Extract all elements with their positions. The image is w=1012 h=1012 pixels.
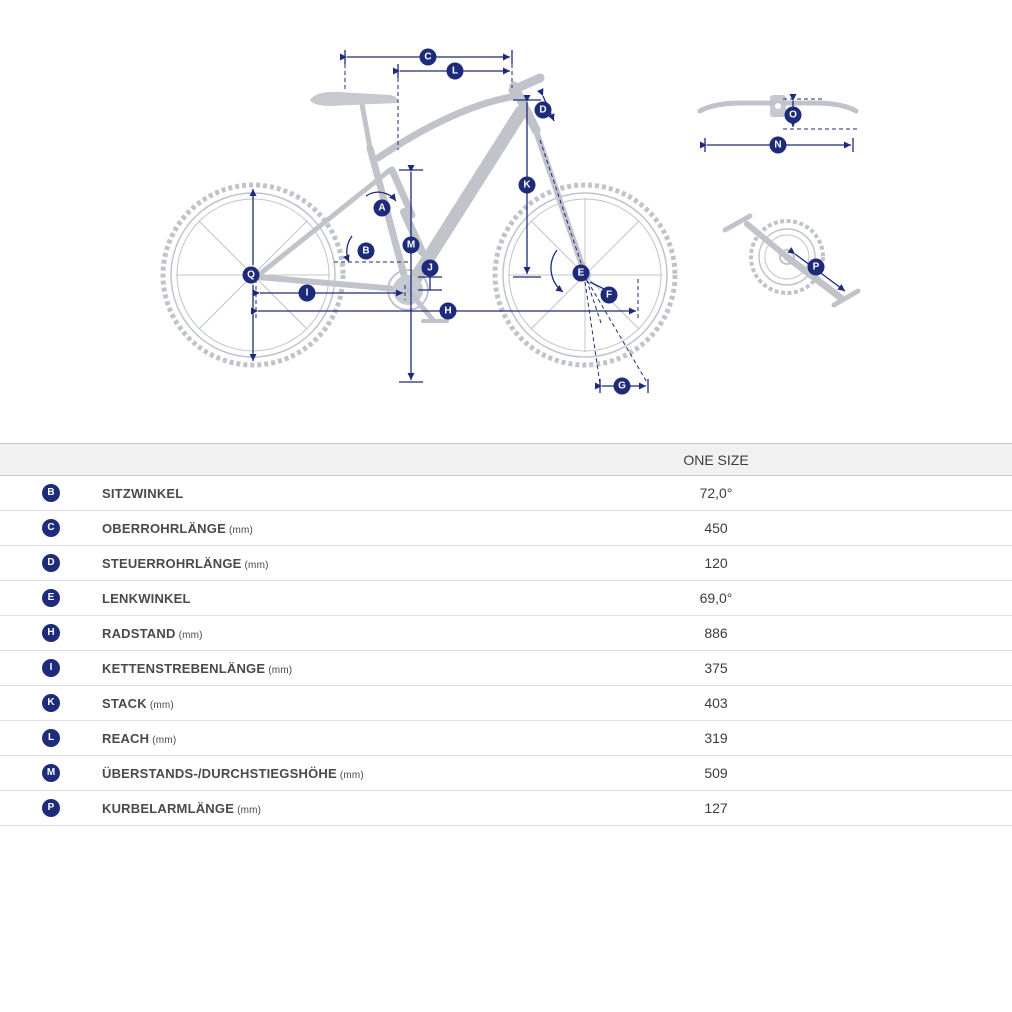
diagram-marker-j: J (421, 259, 439, 277)
row-value: 375 (704, 660, 728, 676)
row-label-cell: KURBELARMLÄNGE(mm) (102, 801, 561, 816)
row-unit: (mm) (178, 629, 203, 641)
table-row: M ÜBERSTANDS-/DURCHSTIEGSHÖHE(mm) 509 (0, 756, 1012, 791)
row-value: 72,0° (699, 485, 733, 501)
row-value: 69,0° (699, 590, 733, 606)
row-unit: (mm) (244, 559, 269, 571)
diagram-marker-e: E (572, 264, 590, 282)
row-label: LENKWINKEL (102, 590, 191, 606)
size-column-header: ONE SIZE (683, 451, 749, 468)
stem-bolt (775, 103, 781, 109)
diagram-marker-n: N (769, 136, 787, 154)
row-label: STACK (102, 695, 147, 711)
row-value: 403 (704, 695, 728, 711)
row-label: STEUERROHRLÄNGE (102, 555, 242, 571)
row-unit: (mm) (149, 699, 174, 711)
row-label-cell: REACH(mm) (102, 731, 561, 746)
row-value: 509 (704, 765, 728, 781)
row-unit: (mm) (152, 734, 177, 746)
row-label: OBERROHRLÄNGE (102, 520, 226, 536)
row-value: 319 (704, 730, 728, 746)
row-label-cell: STEUERROHRLÄNGE(mm) (102, 556, 561, 571)
diagram-marker-g: G (613, 377, 631, 395)
diagram-marker-o: O (784, 106, 802, 124)
row-label: KURBELARMLÄNGE (102, 800, 235, 816)
row-letter-badge: M (42, 764, 60, 782)
row-value: 886 (704, 625, 728, 641)
row-label: RADSTAND (102, 625, 176, 641)
row-letter-badge: I (42, 659, 60, 677)
table-row: E LENKWINKEL 69,0° (0, 581, 1012, 616)
row-label-cell: OBERROHRLÄNGE(mm) (102, 521, 561, 536)
diagram-marker-f: F (600, 286, 618, 304)
diagram-marker-k: K (518, 176, 536, 194)
diagram-marker-a: A (373, 199, 391, 217)
row-label-cell: ÜBERSTANDS-/DURCHSTIEGSHÖHE(mm) (102, 766, 561, 781)
table-row: C OBERROHRLÄNGE(mm) 450 (0, 511, 1012, 546)
row-letter-badge: B (42, 484, 60, 502)
row-label-cell: SITZWINKEL (102, 486, 561, 501)
diagram-marker-c: C (419, 48, 437, 66)
row-value: 120 (704, 555, 728, 571)
row-label-cell: KETTENSTREBENLÄNGE(mm) (102, 661, 561, 676)
diagram-marker-d: D (534, 101, 552, 119)
row-badge-cell: L (0, 729, 102, 747)
table-row: D STEUERROHRLÄNGE(mm) 120 (0, 546, 1012, 581)
row-label-cell: LENKWINKEL (102, 591, 561, 606)
row-letter-badge: D (42, 554, 60, 572)
table-row: K STACK(mm) 403 (0, 686, 1012, 721)
diagram-marker-h: H (439, 302, 457, 320)
row-unit: (mm) (228, 524, 254, 536)
table-row: L REACH(mm) 319 (0, 721, 1012, 756)
row-label-cell: RADSTAND(mm) (102, 626, 561, 641)
row-letter-badge: H (42, 624, 60, 642)
row-label: ÜBERSTANDS-/DURCHSTIEGSHÖHE (102, 765, 337, 781)
row-label: REACH (102, 730, 150, 746)
table-header-row: ONE SIZE (0, 444, 1012, 476)
diagram-marker-m: M (402, 236, 420, 254)
diagram-marker-b: B (357, 242, 375, 260)
diagram-marker-i: I (298, 284, 316, 302)
row-unit: (mm) (268, 664, 293, 676)
row-badge-cell: H (0, 624, 102, 642)
row-badge-cell: D (0, 554, 102, 572)
row-badge-cell: P (0, 799, 102, 817)
row-letter-badge: K (42, 694, 60, 712)
table-row: B SITZWINKEL 72,0° (0, 476, 1012, 511)
row-letter-badge: E (42, 589, 60, 607)
row-letter-badge: C (42, 519, 60, 537)
diagram-marker-q: Q (242, 266, 260, 284)
row-badge-cell: M (0, 764, 102, 782)
table-row: P KURBELARMLÄNGE(mm) 127 (0, 791, 1012, 826)
row-badge-cell: K (0, 694, 102, 712)
table-row: I KETTENSTREBENLÄNGE(mm) 375 (0, 651, 1012, 686)
frame (253, 73, 587, 294)
geometry-table: ONE SIZE B SITZWINKEL 72,0° C OBERROHRLÄ… (0, 443, 1012, 826)
row-badge-cell: B (0, 484, 102, 502)
table-row: H RADSTAND(mm) 886 (0, 616, 1012, 651)
row-label: SITZWINKEL (102, 485, 184, 501)
row-badge-cell: C (0, 519, 102, 537)
row-value: 127 (704, 800, 728, 816)
row-value: 450 (704, 520, 728, 536)
row-letter-badge: L (42, 729, 60, 747)
table-rows: B SITZWINKEL 72,0° C OBERROHRLÄNGE(mm) 4… (0, 476, 1012, 826)
diagram-marker-p: P (807, 258, 825, 276)
row-badge-cell: I (0, 659, 102, 677)
row-label: KETTENSTREBENLÄNGE (102, 660, 266, 676)
row-unit: (mm) (237, 804, 262, 816)
row-label-cell: STACK(mm) (102, 696, 561, 711)
row-letter-badge: P (42, 799, 60, 817)
row-badge-cell: E (0, 589, 102, 607)
diagram-marker-l: L (446, 62, 464, 80)
row-unit: (mm) (339, 769, 364, 781)
